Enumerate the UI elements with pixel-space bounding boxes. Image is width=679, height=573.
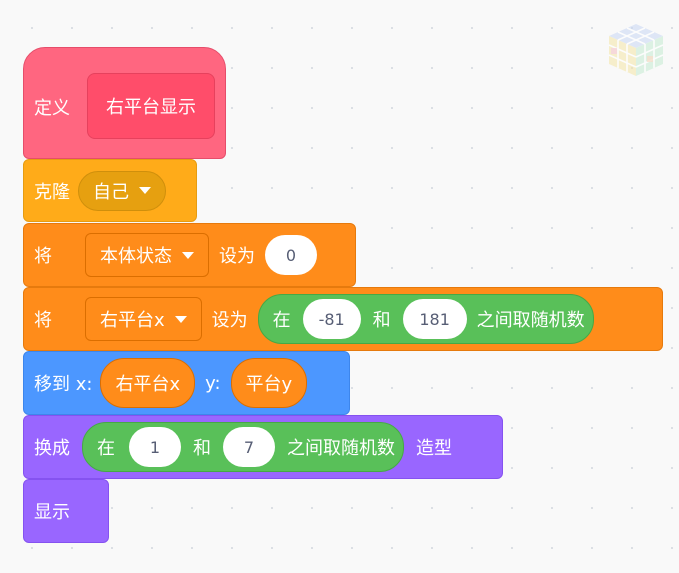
random-and-label: 和 [193,438,211,459]
y-reporter[interactable]: 平台y [230,358,308,408]
custom-block-name[interactable]: 右平台显示 [87,73,215,139]
random-operator[interactable]: 在 1 和 7 之间取随机数 [82,422,404,472]
variable-dropdown[interactable]: 本体状态 [85,233,209,277]
set-to-label: 设为 [219,246,255,267]
set-variable-block[interactable]: 将 本体状态 设为 0 [23,223,356,287]
clone-keyword: 克隆 [34,181,70,203]
variable-name: 右平台x [100,310,165,331]
clone-target-value: 自己 [93,181,129,203]
dropdown-caret-icon [182,251,194,259]
dropdown-caret-icon [174,315,187,323]
create-clone-block[interactable]: 克隆 自己 [23,159,197,222]
random-operator[interactable]: 在 -81 和 181 之间取随机数 [257,294,594,344]
random-suffix-label: 之间取随机数 [287,438,395,459]
set-to-label: 设为 [211,310,248,331]
show-keyword: 显示 [34,502,70,523]
random-to-input[interactable]: 7 [223,427,275,467]
random-from-input[interactable]: -81 [302,299,361,339]
costume-suffix-label: 造型 [416,438,452,459]
random-in-label: 在 [97,438,115,459]
value-input[interactable]: 0 [265,235,317,275]
define-keyword: 定义 [34,98,70,119]
variable-dropdown[interactable]: 右平台x [85,297,202,341]
clone-target-dropdown[interactable]: 自己 [78,170,166,211]
variable-name: 本体状态 [100,246,172,267]
random-from-input[interactable]: 1 [129,427,181,467]
rubik-cube-icon [608,24,664,76]
show-block[interactable]: 显示 [23,479,109,543]
random-suffix-label: 之间取随机数 [476,310,585,331]
random-and-label: 和 [372,310,391,331]
dropdown-caret-icon [139,187,151,194]
goto-xy-block[interactable]: 移到 x: 右平台x y: 平台y [23,351,350,415]
set-keyword: 将 [34,246,52,267]
set-keyword: 将 [34,310,52,331]
random-to-input[interactable]: 181 [402,299,467,339]
x-reporter[interactable]: 右平台x [100,358,196,408]
random-in-label: 在 [272,310,291,331]
switch-keyword: 换成 [34,438,70,459]
y-label: y: [205,372,221,394]
switch-costume-block[interactable]: 换成 在 1 和 7 之间取随机数 造型 [23,415,503,479]
goto-keyword: 移到 x: [34,374,93,395]
set-variable-random-block[interactable]: 将 右平台x 设为 在 -81 和 181 之间取随机数 [23,287,663,351]
